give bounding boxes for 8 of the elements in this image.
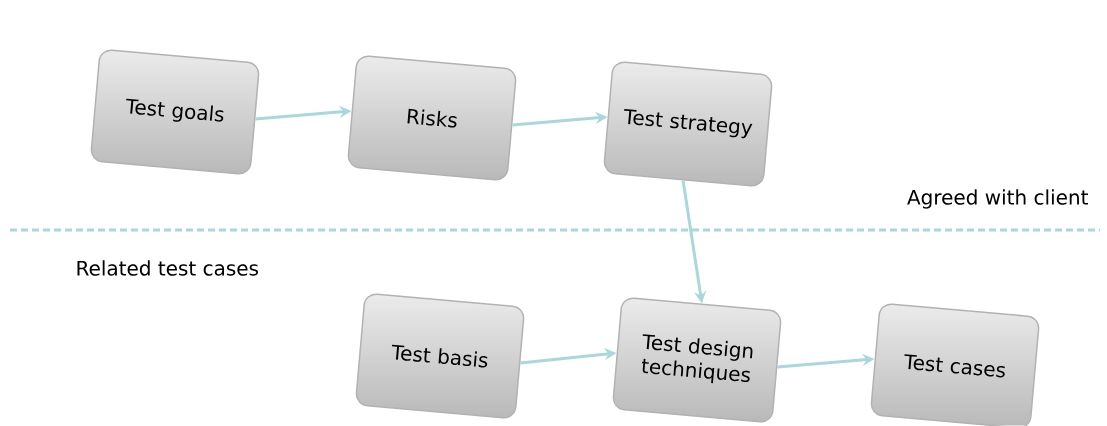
process-box: Test goals <box>90 49 260 175</box>
process-box: Test cases <box>870 303 1040 426</box>
process-box: Test strategy <box>603 61 773 187</box>
note: Agreed with client <box>907 189 1088 209</box>
process-box: Test design techniques <box>612 297 782 423</box>
process-box: Test basis <box>355 293 525 419</box>
process-box: Risks <box>347 55 517 181</box>
note: Related test cases <box>77 260 258 276</box>
